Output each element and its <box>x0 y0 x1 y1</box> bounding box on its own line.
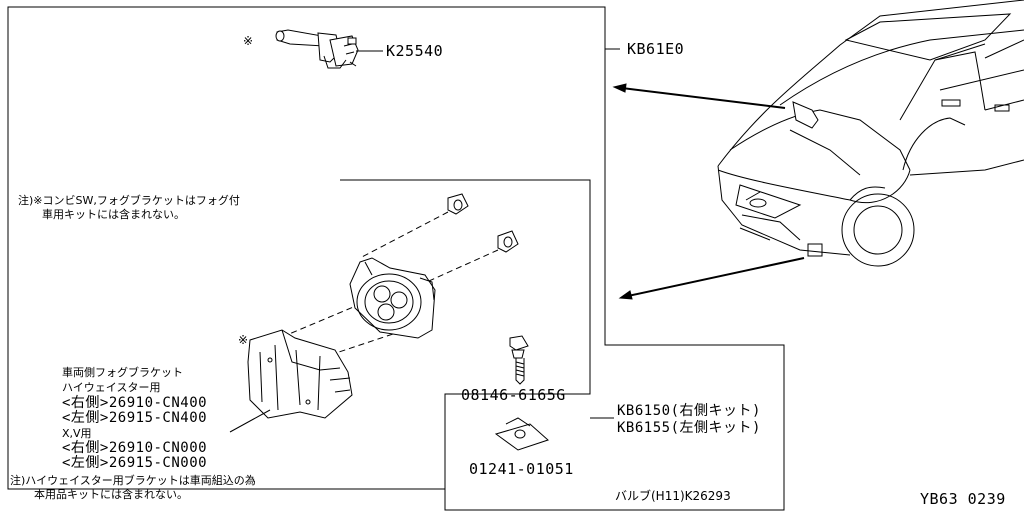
note-top-line2: 車用キットには含まれない。 <box>42 208 185 221</box>
asterisk-mark-switch: ※ <box>243 34 254 48</box>
clip-nut-icon <box>494 417 549 451</box>
fog-bracket-icon <box>247 329 353 419</box>
switch-part-number: K25540 <box>386 42 444 60</box>
bracket-leader <box>229 409 271 433</box>
combination-switch-icon <box>275 29 359 69</box>
arrow-foglamp <box>627 257 805 297</box>
clip-part-number: 01241-01051 <box>469 460 574 478</box>
grommet-icon <box>447 193 469 215</box>
bracket-xv: X,V用 <box>62 427 92 440</box>
bolt-part-number: 08146-6165G <box>461 386 566 404</box>
arrow-foglamp-head <box>618 290 633 300</box>
kit-main-label: KB61E0 <box>627 40 685 58</box>
bracket-title: 車両側フォグブラケット <box>62 366 183 379</box>
bolt-icon <box>509 335 529 385</box>
footer-code: YB63 0239 <box>920 490 1006 508</box>
grommet-icon <box>497 230 519 253</box>
arrow-switch-head <box>612 83 627 93</box>
note-top-line1: 注)※コンビSW,フォグブラケットはフォグ付 <box>18 194 240 207</box>
bracket-highway: ハイウェイスター用 <box>62 381 161 394</box>
note-bottom-line2: 本用品キットには含まれない。 <box>34 488 188 501</box>
kit-left-label: KB6155(左側キット) <box>617 420 761 436</box>
asterisk-mark-bracket: ※ <box>238 333 249 347</box>
kit-right-label: KB6150(右側キット) <box>617 403 761 419</box>
arrow-switch <box>621 87 786 109</box>
bracket-right1: <右側>26910-CN400 <box>62 395 208 411</box>
bracket-right2: <右側>26910-CN000 <box>62 440 208 456</box>
car-front-icon <box>717 0 1024 267</box>
note-bottom-line1: 注)ハイウェイスター用ブラケットは車両組込の為 <box>10 474 256 487</box>
bracket-left2: <左側>26915-CN000 <box>62 455 208 471</box>
fog-lamp-icon <box>349 257 436 339</box>
bracket-left1: <左側>26915-CN400 <box>62 410 208 426</box>
bulb-label: バルブ(H11)K26293 <box>615 489 731 503</box>
kit-outline <box>7 6 785 511</box>
fog-kit-box <box>340 179 591 489</box>
